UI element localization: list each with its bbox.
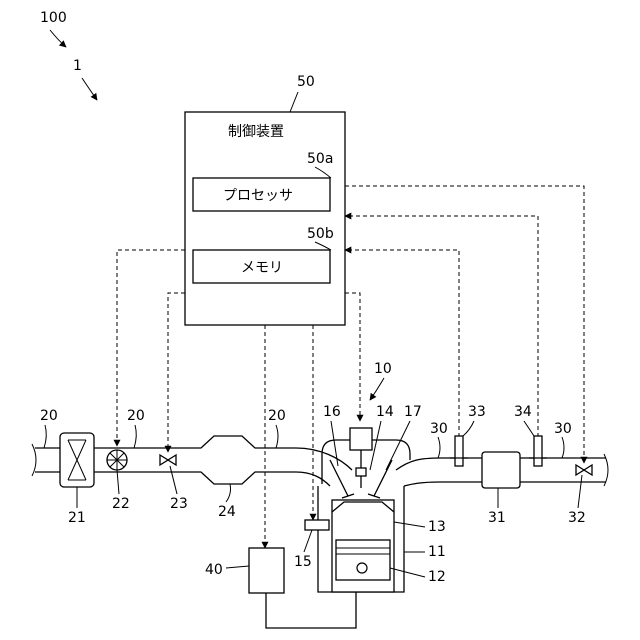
- label-airflow-sensor: 22: [112, 496, 130, 512]
- intake-valve: [330, 460, 354, 498]
- leader-throttle: [170, 466, 177, 494]
- label-intake-pipe-c: 20: [268, 408, 286, 424]
- exhaust-valve-32: [576, 465, 592, 475]
- label-catalyst: 31: [488, 510, 506, 526]
- leader-combustion-chamber: [394, 522, 425, 527]
- label-surge-tank: 24: [218, 504, 236, 520]
- memory-name: メモリ: [241, 260, 283, 276]
- leader-valve-32: [578, 475, 582, 508]
- leader-control-device: [290, 92, 298, 112]
- signal-line-spark-plug: [345, 293, 360, 421]
- leader-intake-pipe-c: [276, 425, 278, 448]
- label-control-device-ref: 50: [297, 74, 315, 90]
- leader-sensor-34: [524, 421, 534, 436]
- label-valve-32: 32: [568, 510, 586, 526]
- label-spark-plug: 14: [376, 404, 394, 420]
- label-air-cleaner: 21: [68, 510, 86, 526]
- leader-airflow-sensor: [117, 470, 119, 494]
- leader-piston: [390, 568, 425, 577]
- signal-line-sensor-33: [345, 250, 459, 437]
- label-processor-ref: 50a: [307, 151, 333, 167]
- label-cylinder: 11: [428, 544, 446, 560]
- spark-plug-tip: [356, 468, 366, 476]
- control-device-box: [185, 112, 345, 325]
- label-intake-valve: 16: [323, 404, 341, 420]
- signal-line-throttle: [168, 293, 185, 452]
- airflow-sensor-vanes: [107, 450, 127, 470]
- label-intake-pipe-a: 20: [40, 408, 58, 424]
- piston-pin: [357, 563, 367, 573]
- leader-engine: [370, 378, 384, 400]
- signal-line-sensor-34: [345, 216, 538, 437]
- leader-exhaust-pipe-a: [438, 437, 440, 458]
- exhaust-pipe-break: [604, 454, 608, 486]
- control-device-name: 制御装置: [228, 124, 284, 140]
- label-engine: 10: [374, 361, 392, 377]
- piston: [336, 540, 390, 580]
- leader-vehicle: [82, 78, 97, 100]
- leader-exhaust-pipe-b: [562, 437, 564, 458]
- label-exhaust-valve: 17: [404, 404, 422, 420]
- leader-intake-pipe-b: [134, 425, 136, 448]
- label-fuel-unit: 40: [205, 562, 223, 578]
- leader-injector: [304, 530, 312, 552]
- label-throttle: 23: [170, 496, 188, 512]
- label-system: 100: [40, 10, 67, 26]
- label-combustion-chamber: 13: [428, 519, 446, 535]
- label-intake-pipe-b: 20: [127, 408, 145, 424]
- fuel-unit: [249, 548, 284, 593]
- label-sensor-33: 33: [468, 404, 486, 420]
- throttle-valve: [160, 455, 176, 465]
- processor-name: プロセッサ: [223, 188, 293, 204]
- sensor-34: [534, 436, 542, 466]
- fuel-line: [266, 592, 356, 628]
- label-vehicle: 1: [73, 58, 82, 74]
- label-exhaust-pipe-a: 30: [430, 421, 448, 437]
- label-exhaust-pipe-b: 30: [554, 421, 572, 437]
- leader-surge-tank: [226, 484, 231, 502]
- catalyst: [482, 452, 520, 488]
- sensor-33: [455, 436, 463, 466]
- label-sensor-34: 34: [514, 404, 532, 420]
- label-piston: 12: [428, 569, 446, 585]
- label-injector: 15: [294, 554, 312, 570]
- leader-system: [50, 30, 66, 47]
- leader-fuel-unit: [226, 566, 249, 568]
- leader-intake-valve: [331, 421, 338, 466]
- leader-intake-pipe-a: [44, 425, 46, 448]
- spark-plug-body: [350, 428, 372, 450]
- intake-pipe-break: [32, 444, 36, 476]
- leader-exhaust-valve: [386, 421, 410, 470]
- injector[interactable]: [305, 520, 329, 530]
- leader-sensor-33: [463, 421, 474, 436]
- label-memory-ref: 50b: [307, 226, 334, 242]
